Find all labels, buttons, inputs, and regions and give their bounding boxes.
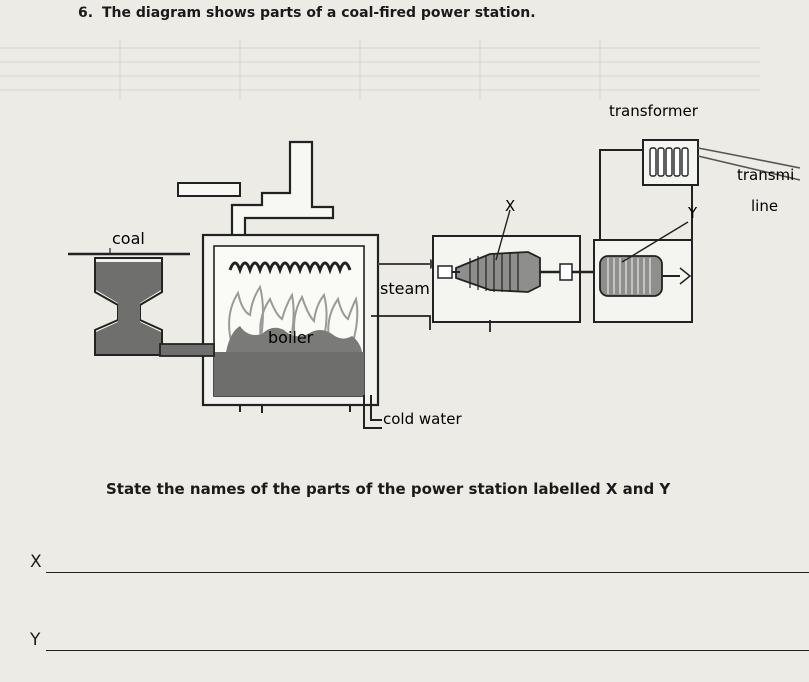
- generator-coils: [607, 258, 651, 294]
- transformer-coils: [649, 147, 689, 177]
- chimney-cap: [177, 182, 241, 197]
- coal-label: coal: [112, 229, 145, 248]
- answer-y-label: Y: [30, 630, 41, 650]
- x-pointer: [495, 209, 511, 261]
- answer-x-label: X: [30, 552, 42, 572]
- cold-water-label: cold water: [383, 410, 462, 428]
- transmission-line-label: transmi: [737, 166, 794, 184]
- condensate-pipe: [371, 315, 431, 330]
- turbine-blades: [469, 253, 519, 292]
- boiler-flames: [228, 284, 359, 346]
- transformer-label: transformer: [609, 102, 699, 120]
- flame-shading: [226, 326, 362, 352]
- transmission-line-label-2: line: [751, 197, 778, 215]
- transmission-line: [697, 147, 801, 181]
- generator: [599, 255, 663, 297]
- answer-y-line[interactable]: [46, 650, 809, 651]
- turbine: [455, 251, 541, 293]
- question-prompt: State the names of the parts of the powe…: [106, 480, 671, 498]
- power-station-diagram: transformer transmi line coal steam boil…: [0, 40, 801, 429]
- boiler-coils: [228, 261, 352, 275]
- boiler-label: boiler: [268, 328, 314, 347]
- x-label: X: [505, 197, 515, 215]
- cold-water-pipe: [363, 395, 382, 429]
- question-number: 6.: [78, 5, 94, 21]
- question-text: The diagram shows parts of a coal-fired …: [102, 5, 536, 21]
- answer-x-line[interactable]: [46, 572, 809, 573]
- steam-label: steam: [380, 279, 430, 298]
- coal-feed-pipe: [159, 343, 215, 357]
- boiler-water: [214, 352, 364, 396]
- background-grid: [0, 40, 760, 100]
- y-pointer: [621, 221, 689, 263]
- coal-pile: [96, 262, 161, 354]
- y-label: Y: [687, 204, 698, 222]
